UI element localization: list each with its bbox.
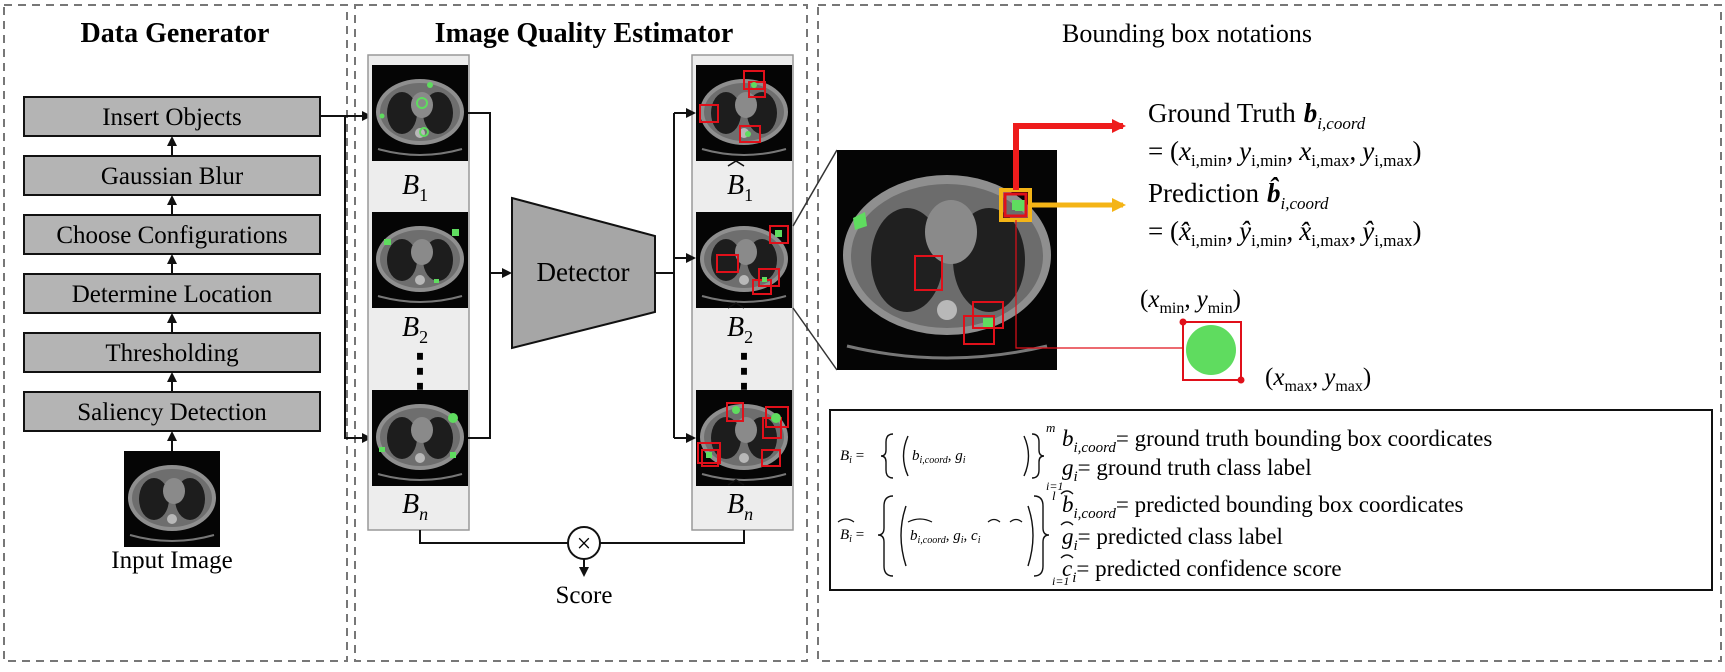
detected-image-1: [695, 64, 793, 162]
batch-image-1: [371, 64, 469, 162]
legend-line-2: gi= ground truth class label: [1062, 455, 1312, 485]
step-saliency-detection: Saliency Detection: [23, 391, 321, 432]
corner-max-label: (xmax,ymax): [1265, 364, 1371, 395]
zoomed-object: [1012, 200, 1021, 210]
step-choose-configurations: Choose Configurations: [23, 214, 321, 255]
generator-title: Data Generator: [81, 18, 270, 49]
score-lines: [419, 530, 745, 577]
step-label: Choose Configurations: [56, 222, 287, 249]
svg-text:bi,coord, gi: bi,coord, gi: [912, 448, 966, 466]
step-label: Thresholding: [105, 340, 239, 367]
corner-min-label: (xmin,ymin): [1140, 286, 1241, 317]
score-label: Score: [556, 582, 613, 609]
svg-text:m: m: [1046, 420, 1055, 435]
prediction-equation: = (x̂i,min,ŷi,min,x̂i,max,ŷi,max): [1148, 216, 1422, 250]
multiply-symbol: ×: [577, 529, 592, 558]
hat-marks: [727, 160, 745, 486]
zoom-lines: [792, 149, 838, 371]
legend-b-definition: Bi = bi,coord, gi m i=1: [840, 420, 1063, 493]
legend-box: [829, 409, 1713, 591]
svg-text:i=1: i=1: [1046, 479, 1063, 493]
notation-title: Bounding box notations: [1062, 19, 1312, 48]
detail-box: [1182, 321, 1242, 381]
label-bhat-2: B2: [727, 312, 753, 347]
batch-image-n: [371, 389, 469, 487]
estimator-title: Image Quality Estimator: [435, 18, 734, 49]
ground-truth-arrow: [1013, 119, 1126, 190]
batch-image-2: [371, 211, 469, 309]
svg-text:Bi =: Bi =: [840, 527, 864, 545]
step-determine-location: Determine Location: [23, 273, 321, 314]
ellipsis-right: ⋮: [722, 346, 766, 395]
svg-text:bi,coord, gi, ci: bi,coord, gi, ci: [910, 528, 981, 546]
label-b1: B1: [402, 170, 428, 205]
label-b2: B2: [402, 312, 428, 347]
step-gaussian-blur: Gaussian Blur: [23, 155, 321, 196]
ground-truth-box: [1003, 192, 1028, 218]
label-bn: Bn: [402, 489, 428, 524]
detected-image-n: [695, 389, 793, 487]
step-label: Saliency Detection: [77, 399, 267, 426]
legend-bhat-definition: Bi = bi,coord, gi, ci l i=1: [837, 488, 1069, 588]
svg-text:l: l: [1052, 488, 1056, 503]
svg-text:i=1: i=1: [1052, 574, 1069, 588]
step-insert-objects: Insert Objects: [23, 96, 321, 137]
step-label: Insert Objects: [102, 104, 242, 131]
step-thresholding: Thresholding: [23, 332, 321, 373]
detector-label: Detector: [537, 257, 630, 287]
svg-text:Bi =: Bi =: [840, 448, 864, 466]
ground-truth-equation: = (xi,min,yi,min,xi,max,yi,max): [1148, 136, 1422, 170]
ellipsis-left: ⋮: [398, 346, 442, 395]
input-image-label: Input Image: [111, 547, 232, 574]
step-label: Determine Location: [72, 281, 273, 308]
legend-line-4: gi= predicted class label: [1062, 524, 1283, 554]
legend-definitions: bi,coord= ground truth bounding box coor…: [1062, 426, 1492, 586]
insert-arrows: [320, 111, 372, 443]
label-bhat-1: B1: [727, 170, 753, 205]
detector-block: [511, 196, 656, 350]
step-label: Gaussian Blur: [101, 163, 244, 190]
detail-object: [1186, 325, 1236, 375]
generator-panel: [3, 4, 348, 662]
legend-line-5: ci= predicted confidence score: [1062, 556, 1342, 586]
multiply-node: [567, 526, 601, 560]
input-ct-image: [123, 450, 221, 548]
corner-min-point: [1179, 318, 1187, 326]
label-bhat-n: Bn: [727, 489, 753, 524]
legend-line-1: bi,coord= ground truth bounding box coor…: [1062, 426, 1492, 456]
detail-connector: [1015, 220, 1183, 349]
detected-image-2: [695, 211, 793, 309]
detector-output-arrows: [655, 108, 696, 443]
legend-line-3: bi,coord= predicted bounding box coordic…: [1062, 492, 1464, 522]
estimator-panel: [354, 4, 808, 662]
zoomed-ct-image: [837, 150, 1057, 370]
legend-hat-marks: [1060, 490, 1074, 559]
detector-input-arrows: [468, 112, 512, 439]
corner-max-point: [1237, 376, 1245, 384]
notation-panel: [817, 4, 1722, 662]
